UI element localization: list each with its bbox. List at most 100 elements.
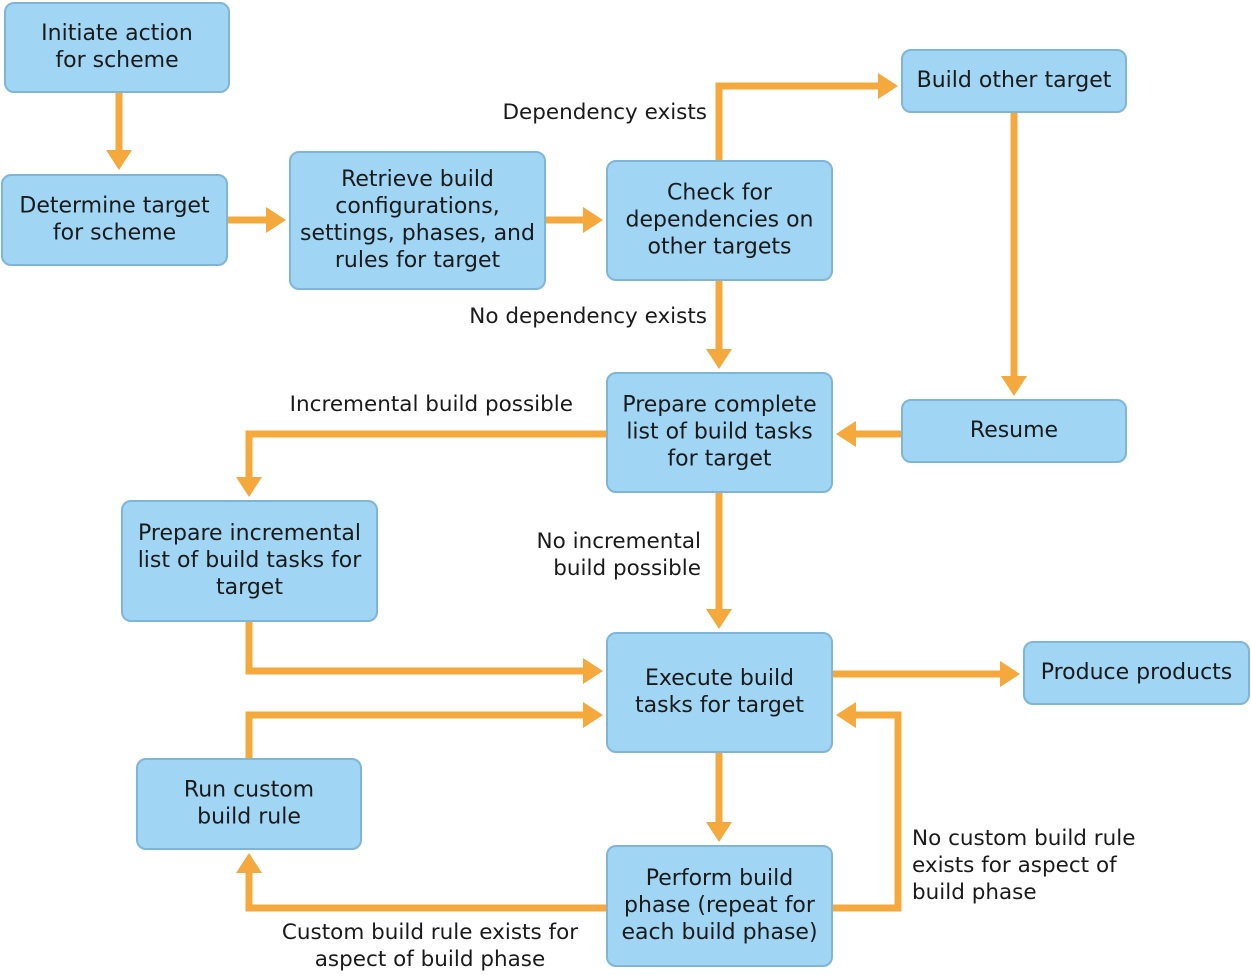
edge-line — [245, 711, 585, 759]
node-produce: Produce products — [1023, 641, 1250, 705]
edge-line — [832, 711, 902, 912]
node-label-line: Execute build — [645, 666, 794, 691]
edge-initiate-to-determine — [106, 92, 132, 170]
edge-perform-phase-to-run-custom — [236, 853, 607, 912]
labels-layer: Dependency exists No dependency existsInc… — [282, 100, 1136, 972]
edge-line — [715, 82, 880, 161]
node-label-line: build rule — [197, 805, 301, 830]
node-label-line: rules for target — [335, 248, 501, 273]
edge-line — [245, 871, 607, 912]
edge-execute-to-produce — [832, 661, 1020, 687]
edge-label-line: No incremental — [537, 529, 701, 554]
node-label-line: Prepare complete — [622, 393, 816, 418]
node-box — [1023, 641, 1250, 705]
node-label-line: settings, phases, and — [300, 221, 535, 246]
arrowhead-icon — [836, 702, 856, 728]
arrowhead-icon — [236, 477, 262, 497]
node-box — [289, 151, 546, 290]
arrowhead-icon — [583, 658, 603, 684]
edge-perform-phase-to-execute — [832, 702, 902, 912]
edge-line — [245, 430, 607, 479]
arrowhead-icon — [1000, 661, 1020, 687]
node-box — [901, 399, 1127, 463]
node-label-line: Determine target — [19, 194, 210, 219]
node-label-line: Resume — [970, 418, 1058, 443]
node-box — [606, 160, 833, 281]
edge-run-custom-to-execute — [245, 702, 603, 759]
edge-label-line: exists for aspect of — [912, 853, 1117, 878]
node-box — [1, 174, 228, 266]
edge-label-line: aspect of build phase — [315, 947, 545, 972]
node-box — [136, 758, 362, 850]
edge-determine-to-retrieve — [227, 207, 286, 233]
edge-label-dependency-exists: Dependency exists — [502, 100, 707, 125]
edge-check-to-build-other — [715, 73, 898, 161]
edge-label-line: No dependency exists — [469, 304, 707, 329]
arrowhead-icon — [1001, 376, 1027, 396]
edge-line — [245, 621, 585, 675]
edge-label-no-dependency: No dependency exists — [469, 304, 707, 329]
node-build-other: Build other target — [901, 49, 1127, 113]
arrowhead-icon — [583, 207, 603, 233]
node-box — [901, 49, 1127, 113]
edge-prepare-complete-to-execute — [706, 492, 732, 629]
node-label-line: configurations, — [335, 194, 499, 219]
node-label-line: other targets — [648, 235, 792, 260]
edge-resume-to-prepare-complete — [836, 421, 902, 447]
node-label-line: for scheme — [53, 221, 176, 246]
arrowhead-icon — [706, 822, 732, 842]
edge-label-line: Dependency exists — [502, 100, 707, 125]
node-label-line: dependencies on — [626, 208, 814, 233]
node-label-line: list of build tasks — [626, 420, 812, 445]
node-label-line: Build other target — [917, 68, 1112, 93]
node-label-line: phase (repeat for — [624, 893, 816, 918]
edge-retrieve-to-check — [545, 207, 603, 233]
edge-prepare-complete-to-incremental — [236, 430, 607, 497]
edge-label-line: Incremental build possible — [290, 392, 573, 417]
node-label-line: Perform build — [646, 866, 793, 891]
arrowhead-icon — [583, 702, 603, 728]
edge-label-line: build possible — [553, 556, 701, 581]
edge-label-line: build phase — [912, 880, 1037, 905]
arrowhead-icon — [836, 421, 856, 447]
node-label-line: Produce products — [1041, 660, 1233, 685]
arrowhead-icon — [106, 150, 132, 170]
node-label-line: Check for — [667, 181, 773, 206]
edge-label-incremental-possible: Incremental build possible — [290, 392, 573, 417]
node-box — [606, 845, 833, 967]
node-resume: Resume — [901, 399, 1127, 463]
edges-layer — [106, 73, 1027, 912]
arrowhead-icon — [266, 207, 286, 233]
node-label-line: Prepare incremental — [138, 521, 361, 546]
node-label-line: for scheme — [55, 48, 178, 73]
edge-check-to-prepare-complete — [706, 280, 732, 369]
node-box — [606, 632, 833, 753]
node-label-line: each build phase) — [621, 920, 817, 945]
node-label-line: Initiate action — [41, 21, 193, 46]
edge-label-line: No custom build rule — [912, 826, 1135, 851]
edge-build-other-to-resume — [1001, 112, 1027, 396]
node-label-line: for target — [667, 447, 772, 472]
arrowhead-icon — [706, 349, 732, 369]
node-box — [121, 500, 378, 622]
node-label-line: tasks for target — [635, 693, 804, 718]
arrowhead-icon — [878, 73, 898, 99]
arrowhead-icon — [706, 609, 732, 629]
arrowhead-icon — [236, 853, 262, 873]
edge-execute-to-perform-phase — [706, 752, 732, 842]
node-label-line: list of build tasks for — [138, 548, 363, 573]
edge-label-line: Custom build rule exists for — [282, 920, 578, 945]
